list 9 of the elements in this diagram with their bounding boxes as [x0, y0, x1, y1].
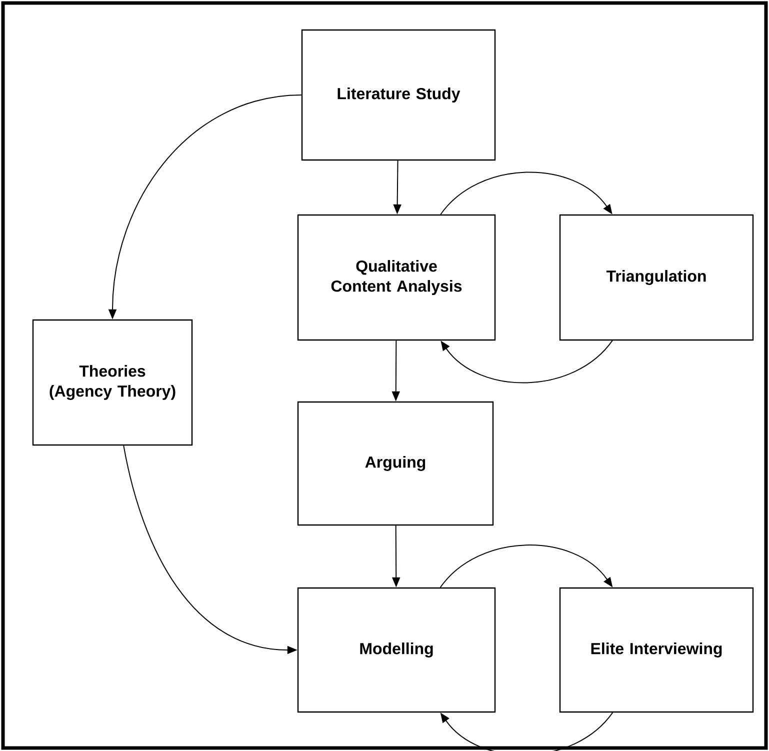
process-box: Modelling [297, 587, 496, 713]
process-box: Theories (Agency Theory) [32, 319, 193, 446]
process-box: Elite Interviewing [559, 587, 754, 713]
process-box: Literature Study [301, 29, 496, 161]
arrow [440, 172, 612, 215]
process-box: Qualitative Content Analysis [297, 214, 496, 341]
arrow [440, 340, 613, 384]
process-box: Arguing [297, 401, 494, 526]
process-box: Triangulation [559, 214, 754, 341]
